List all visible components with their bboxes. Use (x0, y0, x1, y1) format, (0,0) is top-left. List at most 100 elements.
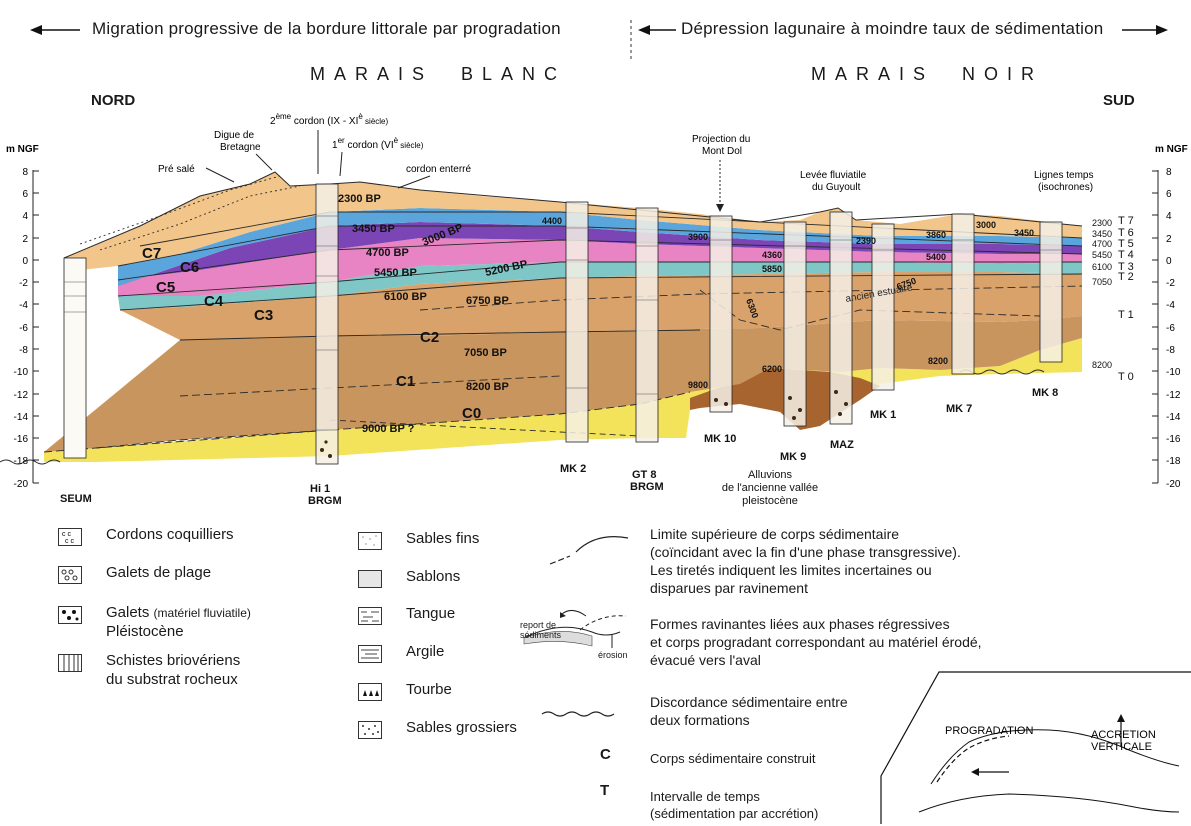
cordon-enterre-label: cordon enterré (406, 164, 471, 175)
time-interval: T 7 (1118, 215, 1134, 227)
pebble (73, 576, 77, 580)
grain (369, 538, 370, 539)
body-label-c1: C1 (396, 373, 415, 390)
core-date: 9800 (688, 380, 708, 390)
cordon-2-text: cordon (IX - XI (291, 116, 358, 127)
pebble (792, 416, 796, 420)
discordance-text-1: Discordance sédimentaire entre (650, 694, 848, 711)
cordon-1-label: 1er cordon (VIè siècle) (332, 136, 424, 151)
time-age: 3450 (1092, 229, 1112, 239)
sables-fins-swatch (358, 532, 382, 550)
limite-symbol-curve (576, 537, 628, 552)
grain (374, 725, 376, 727)
time-age: 5450 (1092, 250, 1112, 260)
legend-sables-grossiers: Sables grossiers (406, 718, 517, 737)
bp-label: 8200 BP (466, 381, 509, 393)
core-maz (830, 212, 852, 424)
tick-label-right: -10 (1166, 367, 1181, 378)
grain (364, 733, 366, 735)
inset-diagram: PROGRADATION ACCRETION VERTICALE (879, 666, 1191, 826)
core-date: 3860 (926, 230, 946, 240)
erosion-label: érosion (598, 650, 628, 661)
levee-label-2: du Guyoult (812, 182, 861, 193)
tick-label-right: 8 (1166, 167, 1172, 178)
bp-label: 6750 BP (466, 295, 509, 307)
cordon-1-pointer (340, 152, 342, 176)
alluvions-line-1: Alluvions (748, 469, 793, 481)
digue-label-1: Digue de (214, 130, 254, 141)
tick-label-left: -2 (19, 278, 28, 289)
pre-sale-pointer (206, 168, 234, 182)
pebble (320, 448, 324, 452)
cordons-pattern: c cc c (59, 529, 81, 545)
t-text-2: (sédimentation par accrétion) (650, 805, 818, 822)
tick-label-left: 8 (22, 167, 28, 178)
tick-label-left: -20 (14, 479, 29, 490)
galets-swatch (58, 606, 82, 624)
core-name-mk7: MK 7 (946, 403, 972, 415)
axis-unit-right: m NGF (1155, 144, 1188, 155)
cross-section: m NGF 8 6 4 2 0 -2 -4 -6 -8 -10 -12 -14 … (0, 0, 1191, 520)
peat-mark (369, 690, 373, 696)
cordon-1-text: cordon (VI (345, 140, 394, 151)
core-date: 5850 (762, 264, 782, 274)
tick-label-left: -12 (14, 390, 29, 401)
tick-label-left: -18 (14, 456, 29, 467)
pebble (724, 402, 728, 406)
pebble (798, 408, 802, 412)
inset-accretion-label-1: ACCRETION (1091, 729, 1156, 741)
sables-grossiers-pattern (359, 722, 381, 738)
inset-accretion-arrowhead (1117, 714, 1125, 722)
core-name-maz: MAZ (830, 439, 854, 451)
core-date: 5400 (926, 252, 946, 262)
pebble (324, 440, 327, 443)
legend-sablons: Sablons (406, 567, 460, 586)
pebble (844, 402, 848, 406)
grain (368, 728, 370, 730)
levee-label-1: Levée fluviatile (800, 170, 867, 181)
core-seum (64, 258, 86, 458)
alluvions-line-2: de l'ancienne vallée (722, 482, 818, 494)
tick-label-left: -16 (14, 434, 29, 445)
pebble (65, 576, 69, 580)
pebble (834, 390, 838, 394)
tick-label-left: 0 (22, 256, 28, 267)
tick-label-right: -4 (1166, 300, 1175, 311)
body-label-c3: C3 (254, 307, 273, 324)
galets-plage-swatch (58, 566, 82, 584)
legend-tourbe: Tourbe (406, 680, 452, 699)
core-mk9 (784, 222, 806, 426)
limite-text-2: (coïncidant avec la fin d'une phase tran… (650, 544, 961, 561)
core-date: 2390 (856, 236, 876, 246)
grain (375, 535, 376, 536)
galets-material: (matériel fluviatile) (154, 606, 251, 620)
galets-pattern (59, 607, 81, 623)
limite-text-1: Limite supérieure de corps sédimentaire (650, 526, 899, 543)
legend-cordons: Cordons coquilliers (106, 525, 234, 544)
c-letter: C (600, 746, 611, 763)
mont-dol-label-2: Mont Dol (702, 146, 742, 157)
legend-schistes-1: Schistes briovériens (106, 651, 240, 670)
tangue-swatch (358, 607, 382, 625)
formes-text-3: évacué vers l'aval (650, 652, 761, 669)
inset-accretion-label-2: VERTICALE (1091, 741, 1152, 753)
body-label-c5: C5 (156, 279, 175, 296)
pebble (72, 610, 76, 614)
mont-dol-label-1: Projection du (692, 134, 750, 145)
axis-ticks-right: 8 6 4 2 0 -2 -4 -6 -8 -10 -12 -14 -16 -1… (1152, 167, 1181, 490)
legend-pleistocene: Pléistocène (106, 622, 184, 641)
digue-pointer (256, 154, 272, 170)
tick-label-left: -10 (14, 367, 29, 378)
time-age: 8200 (1092, 360, 1112, 370)
core-name-mk8: MK 8 (1032, 387, 1058, 399)
tick-label-left: 4 (22, 211, 28, 222)
time-age: 4700 (1092, 239, 1112, 249)
tick-label-left: 6 (22, 189, 28, 200)
formes-text-1: Formes ravinantes liées aux phases régre… (650, 616, 950, 633)
bp-label: 6100 BP (384, 291, 427, 303)
pebble (62, 570, 66, 574)
argile-swatch (358, 645, 382, 663)
sables-grossiers-swatch (358, 721, 382, 739)
argile-pattern (359, 646, 381, 662)
